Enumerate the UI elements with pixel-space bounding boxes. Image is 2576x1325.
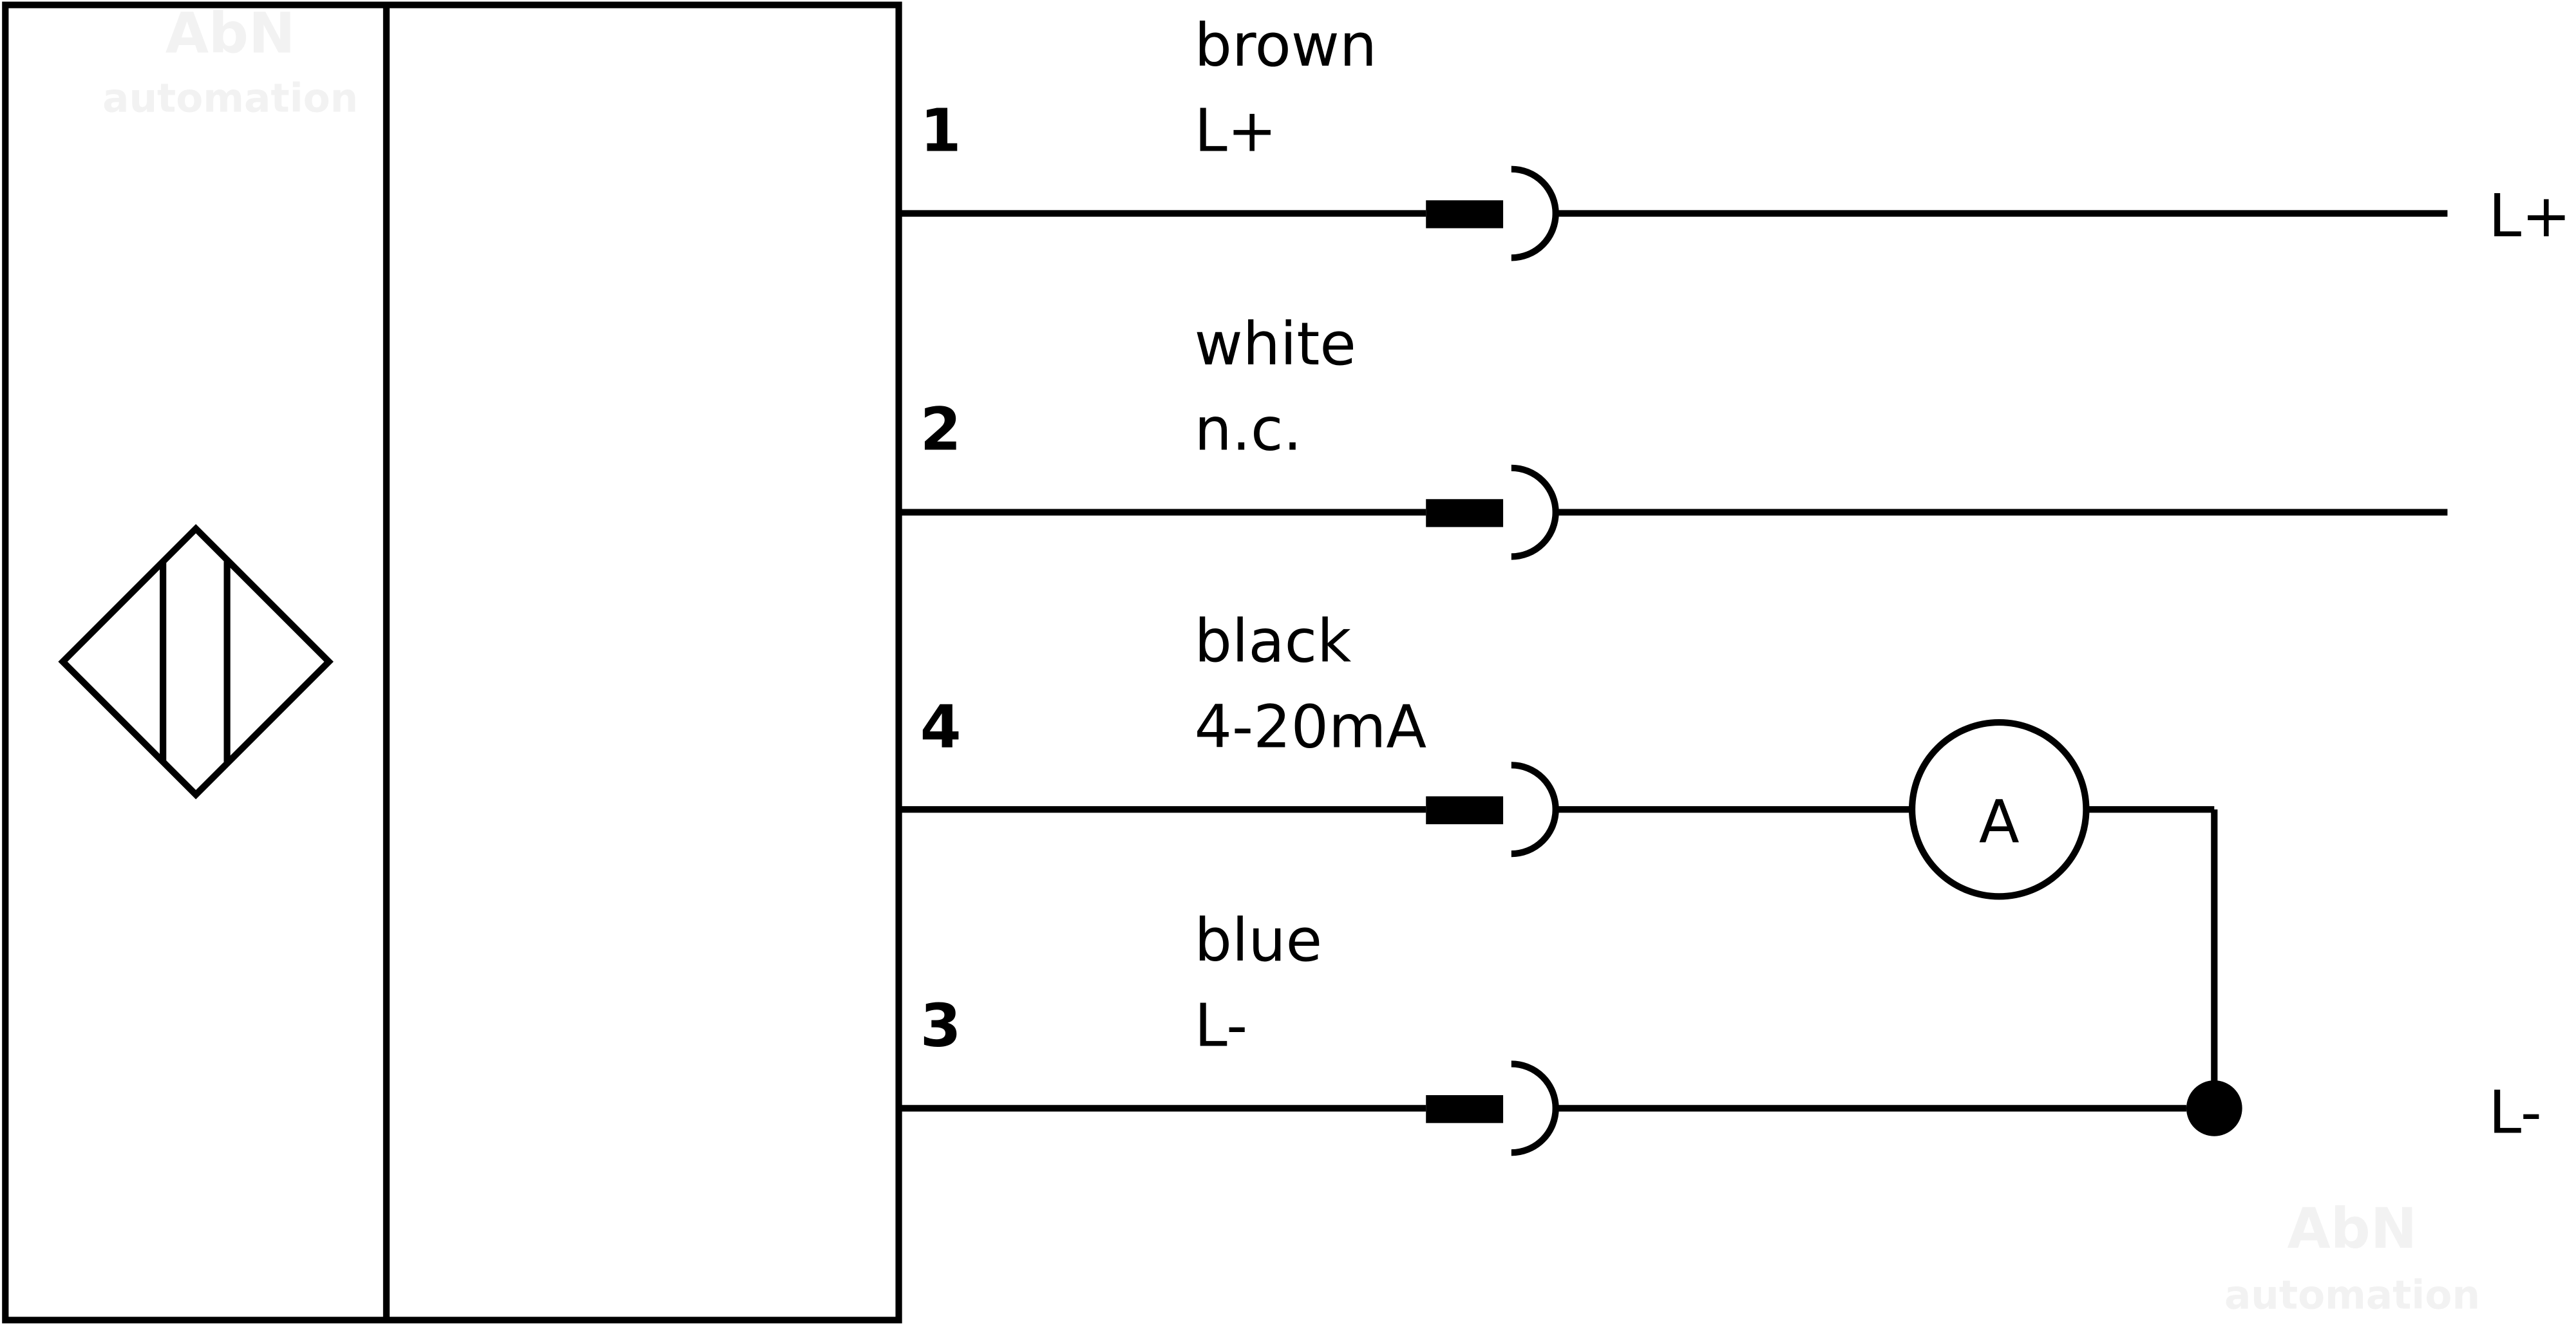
svg-text:automation: automation [2224,1272,2480,1318]
connector-socket [1511,464,1559,560]
wire-color: black [1195,607,1352,676]
connector-socket [1511,762,1559,858]
sensor-body [2,1,902,1324]
supply-plus-label: L+ [2488,182,2571,250]
watermark-bottom-right: AbN automation [2224,1197,2480,1318]
wire-function: L+ [1195,97,1277,165]
capacitive-sensor-icon [58,523,334,800]
terminal-number: 4 [920,692,961,761]
wire-color: white [1195,310,1356,379]
wire-function: L- [1195,991,1248,1060]
terminal-row: 4 black 4-20mA [898,607,1913,858]
terminal-number: 2 [920,395,961,464]
connector-pin [1426,499,1504,527]
terminal-row: 2 white n.c. [898,310,2448,560]
wire-color: brown [1195,11,1377,80]
connector-socket [1511,1060,1559,1156]
connector-pin [1426,1095,1504,1123]
terminal-number: 3 [920,991,961,1060]
svg-text:AbN: AbN [2287,1197,2418,1261]
junction-dot [2186,1080,2242,1136]
terminal-number: 1 [920,97,961,165]
ammeter-symbol: A [1979,787,2020,856]
watermark-top-left: AbN automation [102,2,358,122]
connector-socket [1511,165,1559,261]
wire-color: blue [1195,906,1322,975]
connector-pin [1426,796,1504,825]
svg-text:AbN: AbN [166,2,296,66]
wire-function: n.c. [1195,395,1302,464]
supply-minus-label: L- [2488,1078,2542,1147]
ammeter [1908,719,2218,1109]
wire-function: 4-20mA [1195,692,1427,761]
svg-text:automation: automation [102,75,358,121]
connector-pin [1426,200,1504,229]
